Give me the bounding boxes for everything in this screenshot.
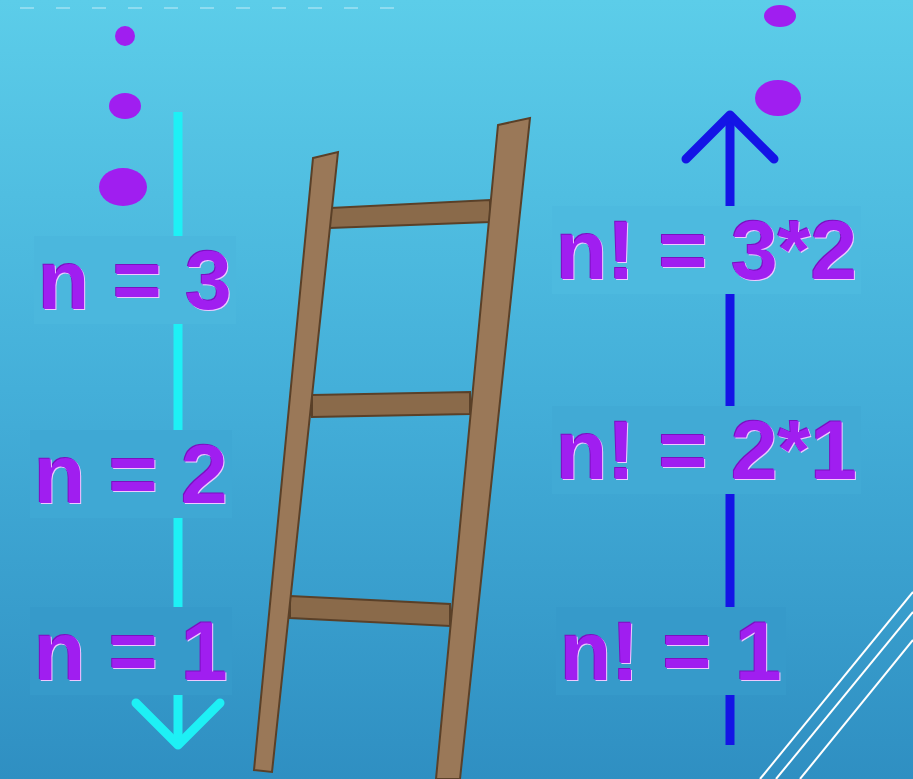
equation-label: n = 3: [34, 236, 236, 324]
ladder: [254, 118, 530, 779]
dashed-rule: [20, 7, 395, 9]
equation-label: n! = 2*1: [552, 406, 861, 494]
ellipsis-dot: [764, 5, 796, 27]
ellipsis-dot: [755, 80, 801, 116]
ellipsis-dot: [99, 168, 147, 206]
ellipsis-dot: [109, 93, 141, 119]
equation-label: n = 1: [30, 607, 232, 695]
equation-label: n = 2: [30, 430, 232, 518]
ellipsis-dot: [115, 26, 135, 46]
equation-label: n! = 1: [556, 607, 786, 695]
equation-label: n! = 3*2: [552, 206, 861, 294]
